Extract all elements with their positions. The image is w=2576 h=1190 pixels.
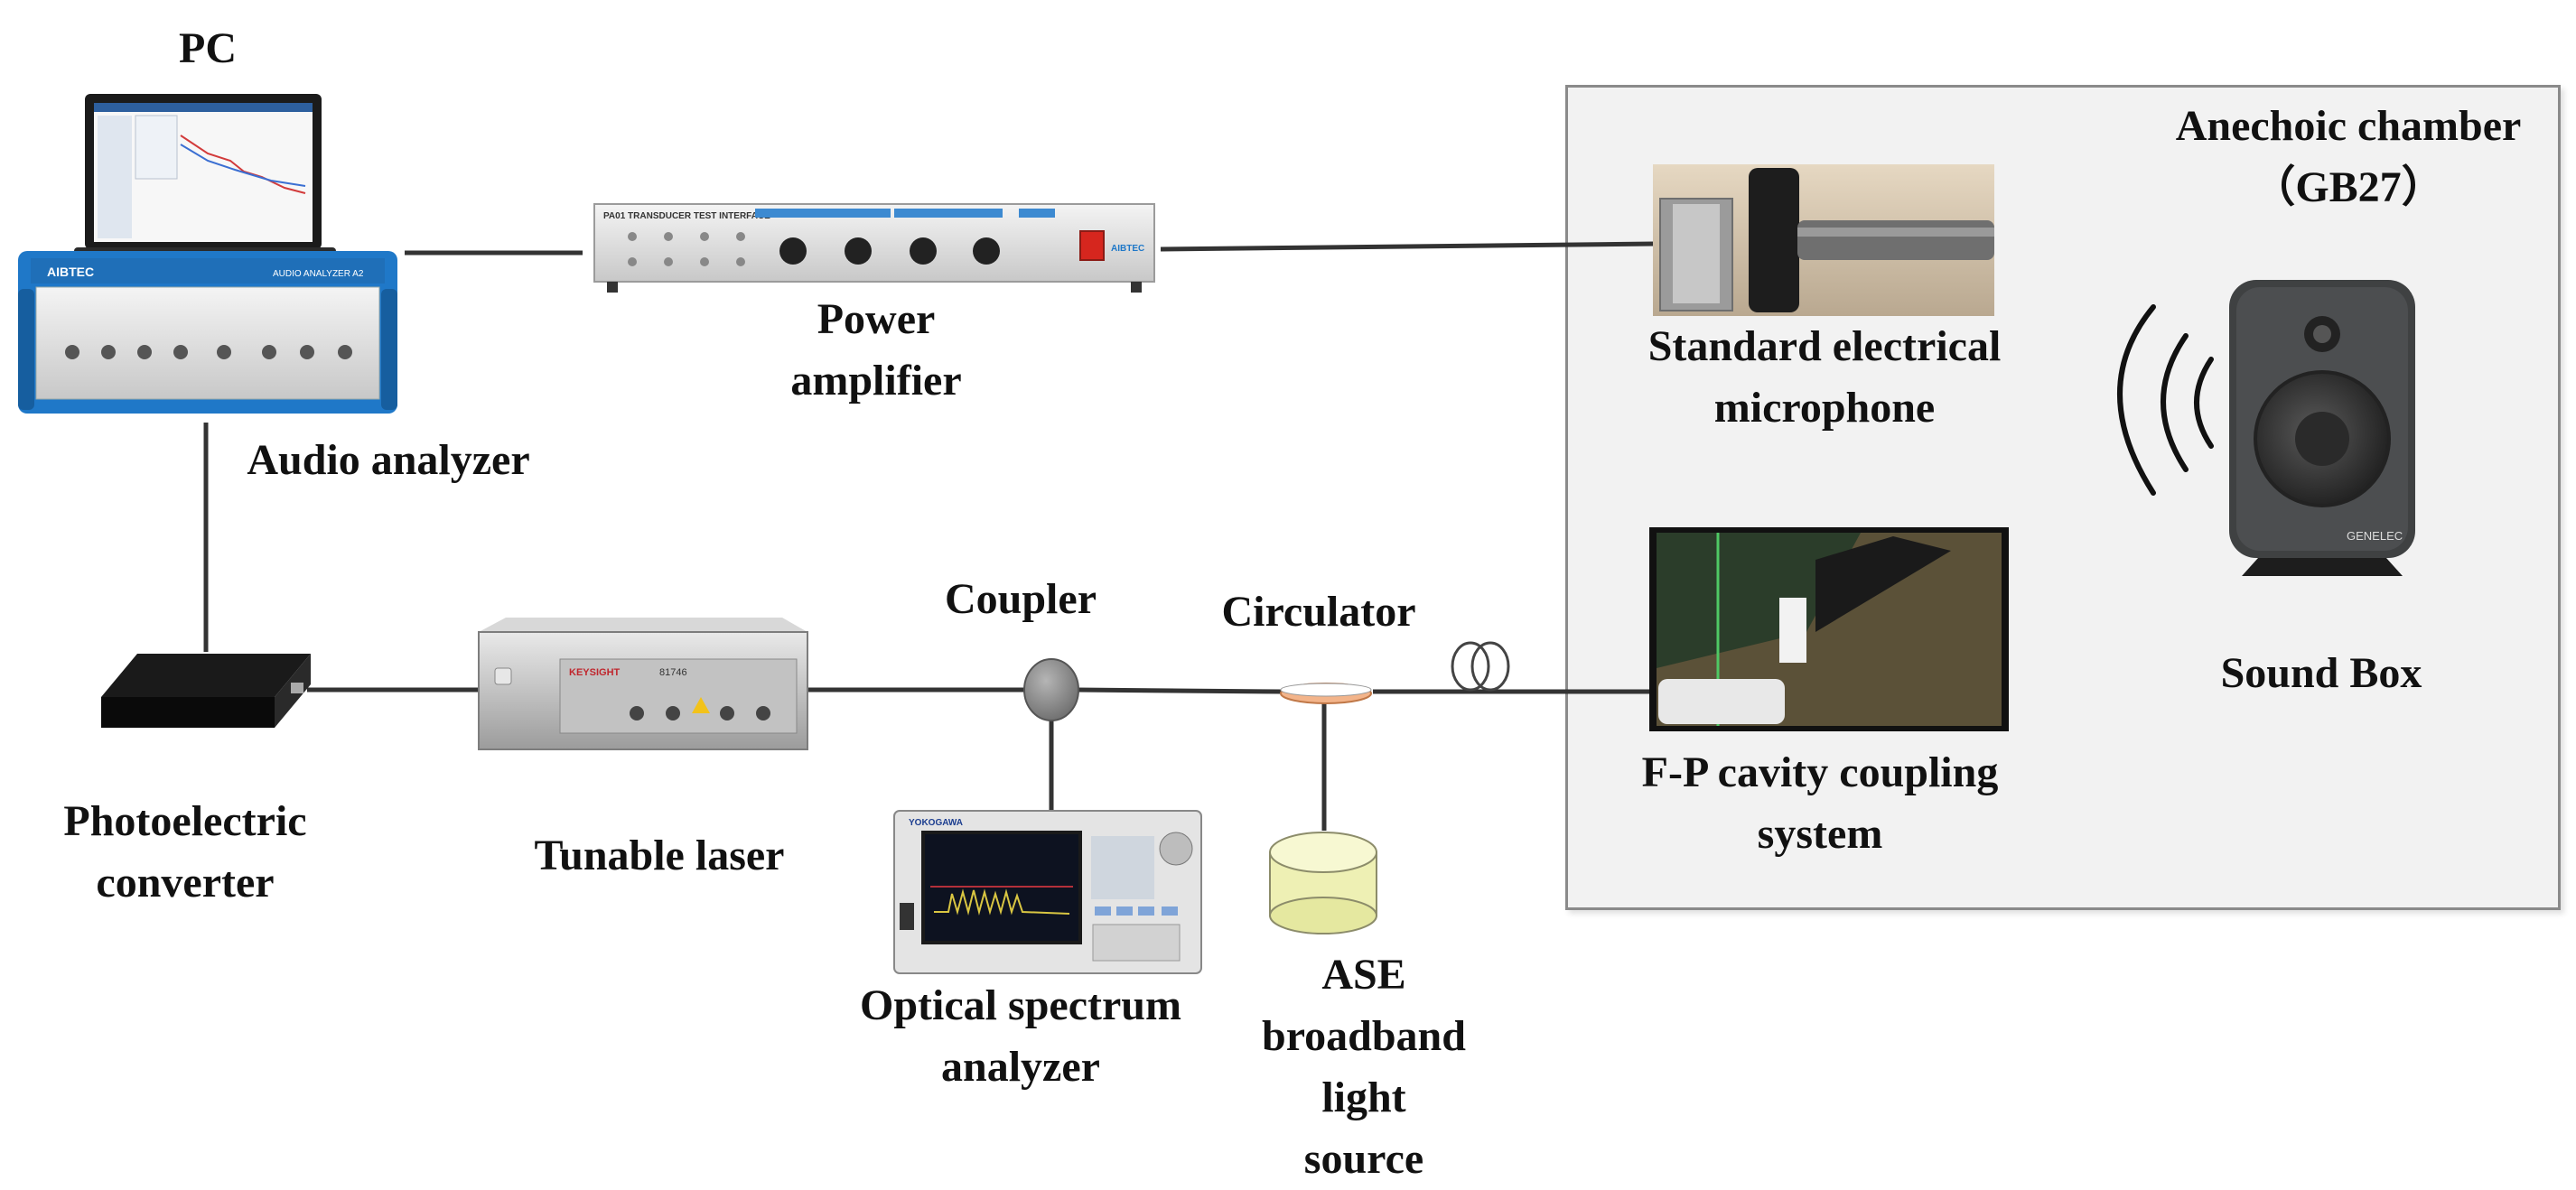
laser-model-text: 81746 bbox=[659, 667, 687, 678]
label-tunable-laser: Tunable laser bbox=[534, 832, 785, 879]
speaker-brand-text: GENELEC bbox=[2347, 529, 2403, 543]
pc-laptop-icon bbox=[74, 94, 336, 260]
line-amplifier-microphone bbox=[1160, 241, 1656, 252]
photoelectric-converter-device bbox=[101, 654, 311, 728]
label-standard-microphone: Standard electrical microphone bbox=[1647, 322, 2002, 432]
sound-box-speaker: GENELEC bbox=[2229, 280, 2415, 576]
sound-wave-icon bbox=[2117, 304, 2214, 496]
label-power-amplifier: Power amplifier bbox=[790, 295, 962, 404]
circulator-icon bbox=[1280, 683, 1372, 704]
amp-brand-text: AIBTEC bbox=[1111, 244, 1144, 254]
label-coupler: Coupler bbox=[945, 575, 1097, 623]
label-circulator: Circulator bbox=[1221, 588, 1416, 636]
label-ase-source: ASE broadband light source bbox=[1262, 951, 1466, 1183]
line-coupler-circulator bbox=[1076, 687, 1282, 694]
power-amplifier-device: PA01 TRANSDUCER TEST INTERFACE AIBTEC bbox=[593, 203, 1155, 293]
optical-spectrum-analyzer-device: YOKOGAWA bbox=[893, 810, 1202, 974]
audio-analyzer-device: AIBTEC AUDIO ANALYZER A2 bbox=[18, 251, 397, 414]
coupler-icon bbox=[1023, 658, 1079, 721]
ase-source-icon bbox=[1269, 832, 1377, 934]
standard-microphone-image bbox=[1653, 164, 1994, 316]
audio-model-text: AUDIO ANALYZER A2 bbox=[273, 269, 364, 279]
label-audio-analyzer: Audio analyzer bbox=[247, 436, 530, 484]
label-optical-spectrum-analyzer: Optical spectrum analyzer bbox=[860, 981, 1181, 1091]
amp-title-text: PA01 TRANSDUCER TEST INTERFACE bbox=[603, 211, 770, 221]
label-fp-cavity-system: F-P cavity coupling system bbox=[1641, 748, 1999, 858]
label-sound-box: Sound Box bbox=[2220, 649, 2422, 697]
fiber-coil-icon bbox=[1451, 641, 1510, 692]
connection-lines bbox=[203, 241, 1656, 831]
laser-brand-text: KEYSIGHT bbox=[569, 667, 621, 678]
audio-brand-text: AIBTEC bbox=[47, 265, 94, 279]
osa-brand-text: YOKOGAWA bbox=[909, 818, 963, 828]
tunable-laser-device: KEYSIGHT 81746 bbox=[478, 618, 808, 750]
fp-cavity-image bbox=[1649, 527, 2009, 731]
label-anechoic-chamber: Anechoic chamber （GB27） bbox=[2175, 102, 2522, 211]
label-photoelectric-converter: Photoelectric converter bbox=[63, 797, 307, 906]
label-pc: PC bbox=[179, 24, 237, 72]
